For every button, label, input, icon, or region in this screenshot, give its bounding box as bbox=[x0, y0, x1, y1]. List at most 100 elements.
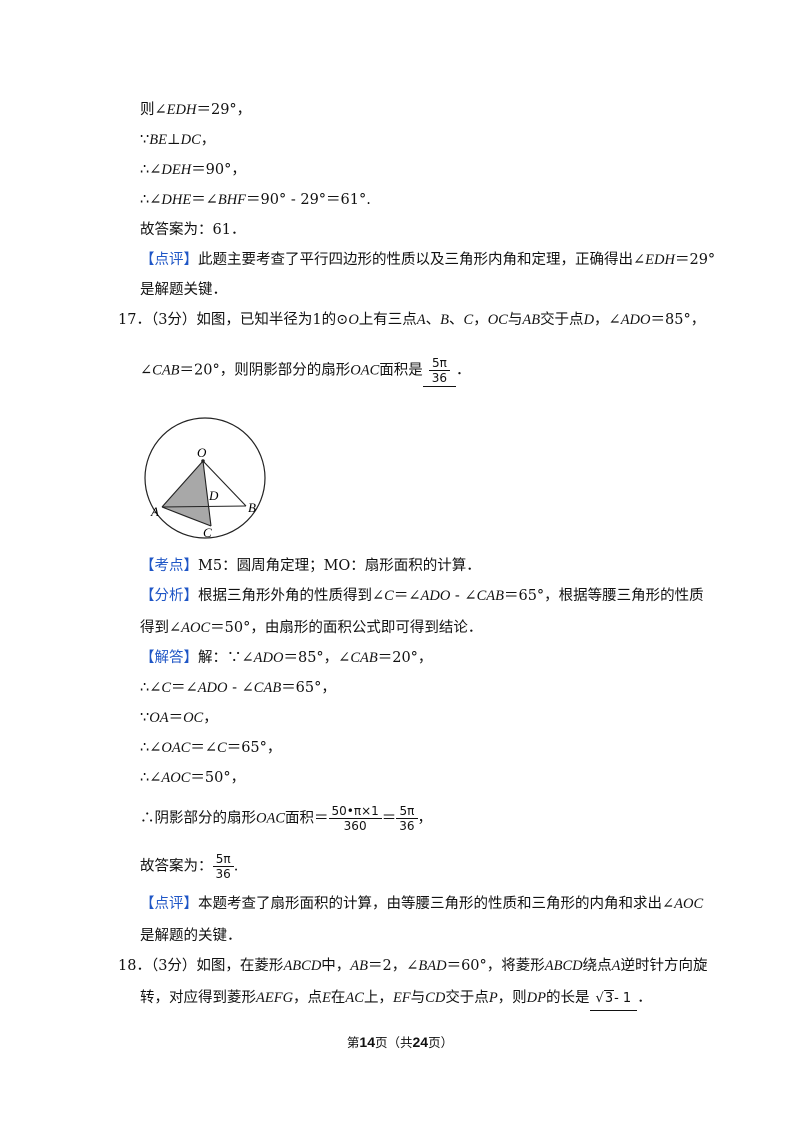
kaodian-line: 【考点】M5：圆周角定理；MO：扇形面积的计算． bbox=[140, 556, 481, 576]
var: C bbox=[463, 312, 474, 328]
text: 解：∵∠ bbox=[198, 650, 254, 666]
circle bbox=[144, 417, 266, 539]
var: O bbox=[348, 312, 359, 328]
numerator: 50•π×1 bbox=[328, 804, 382, 819]
solution-line: ∴∠AOC＝50°， bbox=[140, 768, 245, 788]
text: 故答案为：61． bbox=[140, 222, 246, 238]
var: EDH bbox=[645, 252, 675, 268]
solution-line: ∴∠DHE＝∠BHF＝90° - 29°＝61°. bbox=[140, 190, 371, 210]
denominator: 360 bbox=[343, 819, 367, 833]
text: 上， bbox=[363, 990, 393, 1006]
var: AOC bbox=[674, 896, 704, 912]
solution-line: ∴∠DEH＝90°， bbox=[140, 160, 246, 180]
text: 此题主要考查了平行四边形的性质以及三角形内角和定理，正确得出∠ bbox=[198, 252, 646, 268]
text: 逆时针方向旋 bbox=[620, 958, 708, 974]
var: AOC bbox=[161, 770, 191, 786]
text: - ∠ bbox=[450, 588, 477, 604]
text: ⊥ bbox=[166, 132, 181, 148]
comment-line: 是解题关键． bbox=[140, 280, 227, 300]
text: . bbox=[233, 858, 239, 875]
comment-tag: 【点评】 bbox=[140, 252, 198, 268]
segment-OC bbox=[202, 460, 212, 527]
text: ． bbox=[637, 990, 652, 1006]
label-O: O bbox=[197, 445, 207, 460]
var: ABCD bbox=[283, 958, 322, 974]
text: ∴∠ bbox=[140, 192, 162, 208]
solution-line: ∵BE⊥DC， bbox=[140, 130, 215, 150]
var: ADO bbox=[197, 680, 228, 696]
kaodian-tag: 【考点】 bbox=[140, 558, 198, 574]
text: 则∠ bbox=[140, 102, 167, 118]
var: EF bbox=[392, 990, 411, 1006]
var: B bbox=[440, 312, 450, 328]
text: ， bbox=[200, 132, 216, 148]
text: 中， bbox=[321, 958, 351, 974]
solution-line: ∴∠OAC＝∠C＝65°， bbox=[140, 738, 281, 758]
var: AOC bbox=[181, 620, 211, 636]
question-17-stem: 17．（3分）如图，已知半径为1的⊙O上有三点A、B、C，OC与AB交于点D，∠… bbox=[118, 310, 705, 330]
page-number: 14 bbox=[359, 1034, 375, 1050]
var: ADO bbox=[620, 312, 651, 328]
text: ，∠ bbox=[594, 312, 621, 328]
jieda-line: 【解答】解：∵∠ADO＝85°，∠CAB＝20°， bbox=[140, 648, 432, 668]
text: ∠ bbox=[140, 362, 153, 379]
segment-OB bbox=[202, 460, 247, 507]
segment-OA bbox=[161, 460, 204, 508]
var: CAB bbox=[476, 588, 504, 604]
text: 的长是 bbox=[546, 990, 590, 1006]
text: ， bbox=[203, 710, 218, 726]
solution-line: ∵OA＝OC， bbox=[140, 708, 218, 728]
var: OC bbox=[183, 710, 204, 726]
denominator: 36 bbox=[399, 819, 415, 833]
text: ∴∠ bbox=[140, 740, 162, 756]
text: 故答案为： bbox=[140, 858, 213, 875]
circle-figure: O D A B C bbox=[144, 417, 266, 540]
var: E bbox=[322, 990, 331, 1006]
text: ＝29°， bbox=[196, 102, 252, 118]
text: （3分）如图，在菱形 bbox=[150, 958, 284, 974]
text: M5：圆周角定理；MO：扇形面积的计算． bbox=[198, 558, 481, 574]
total-pages: 24 bbox=[412, 1034, 429, 1050]
var: CAB bbox=[253, 680, 282, 696]
text: 交于点 bbox=[445, 990, 489, 1006]
text: ＝20°，则阴影部分的扇形 bbox=[179, 362, 351, 379]
point-O bbox=[201, 459, 205, 463]
fenxi-line: 得到∠AOC＝50°，由扇形的面积公式即可得到结论． bbox=[140, 618, 482, 638]
var: AB bbox=[350, 958, 369, 974]
label-A: A bbox=[150, 504, 159, 519]
text: 面积是 bbox=[379, 362, 423, 379]
var: OAC bbox=[256, 810, 285, 827]
text: ． bbox=[456, 362, 471, 379]
text: 转，对应得到菱形 bbox=[140, 990, 256, 1006]
var: C bbox=[161, 680, 172, 696]
text: ∴∠ bbox=[140, 770, 162, 786]
question-18-stem-2: 转，对应得到菱形AEFG，点E在AC上，EF与CD交于点P，则DP的长是√3- … bbox=[140, 988, 652, 1011]
numerator: 5π bbox=[428, 356, 451, 371]
answer-line: 故答案为：61． bbox=[140, 220, 245, 240]
text: ∵ bbox=[140, 710, 150, 726]
sqrt-expression: √3- 1 bbox=[595, 990, 632, 1006]
text: 与 bbox=[507, 312, 523, 328]
var: OC bbox=[487, 312, 508, 328]
text: 在 bbox=[330, 990, 346, 1006]
text: ＝65°， bbox=[281, 680, 336, 696]
text: 第 bbox=[346, 1035, 360, 1050]
var: BE bbox=[149, 132, 167, 148]
var: CAB bbox=[350, 650, 378, 666]
text: ＝85°， bbox=[650, 312, 706, 328]
text: 面积＝ bbox=[285, 810, 329, 827]
text: ＝90° - 29°＝61°. bbox=[246, 192, 371, 208]
text: 是解题关键． bbox=[140, 282, 227, 298]
comment-line: 【点评】本题考查了扇形面积的计算，由等腰三角形的性质和三角形的内角和求出∠AOC bbox=[140, 894, 703, 914]
numerator: 5π bbox=[212, 852, 234, 867]
text: ＝50°，由扇形的面积公式即可得到结论． bbox=[210, 620, 483, 636]
var: EDH bbox=[166, 102, 197, 118]
fenxi-tag: 【分析】 bbox=[140, 588, 198, 604]
label-C: C bbox=[203, 525, 212, 540]
var: D bbox=[583, 312, 595, 328]
text: ， bbox=[473, 312, 488, 328]
question-number: 18． bbox=[118, 958, 151, 974]
